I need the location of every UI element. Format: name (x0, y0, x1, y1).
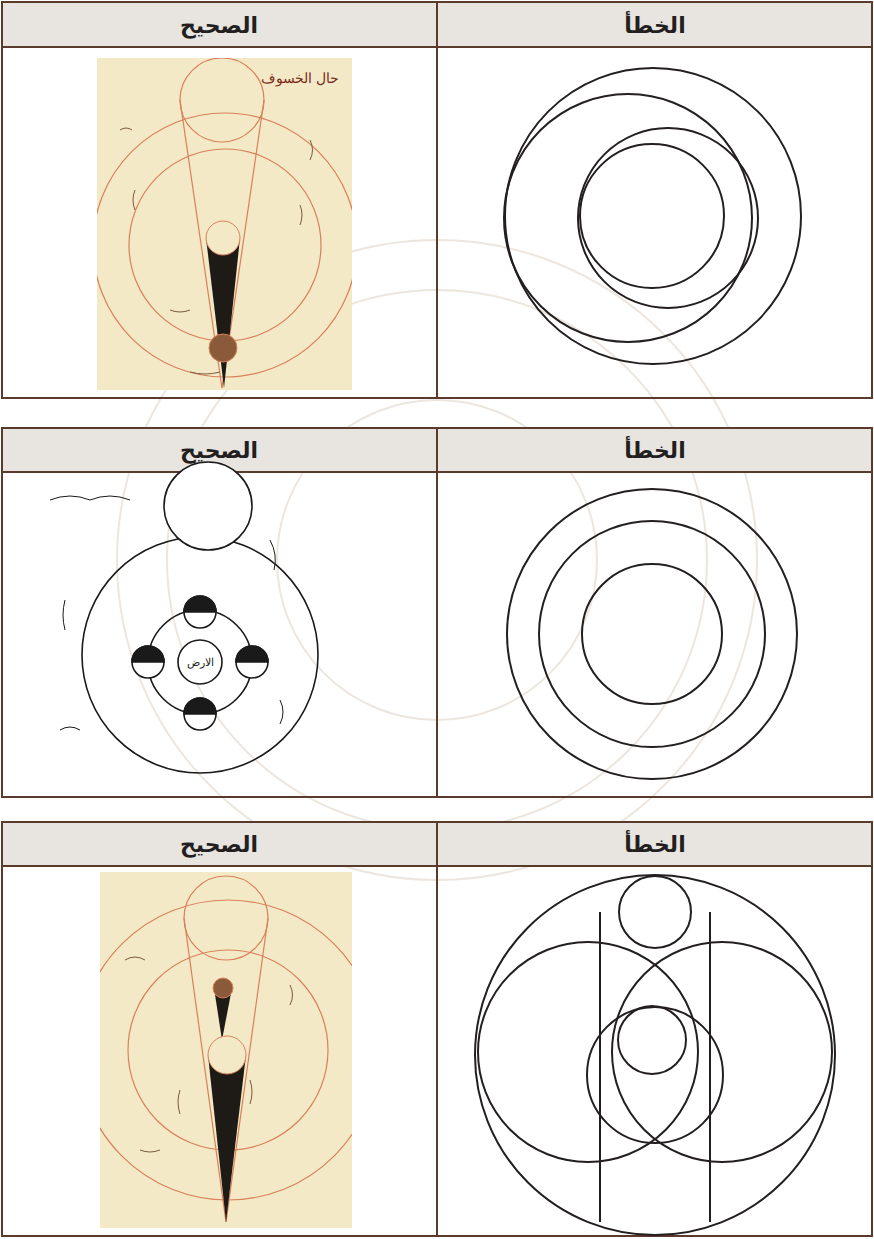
column-header: الخطأ (624, 438, 685, 463)
manuscript-note: الارض (187, 656, 214, 669)
table-frame (2, 2, 872, 398)
wrong-circles (475, 875, 835, 1235)
manuscript-eclipse (97, 58, 352, 390)
column-header: الصحيح (180, 438, 258, 463)
column-header: الصحيح (180, 13, 258, 38)
column-header: الصحيح (180, 832, 258, 857)
table-frame (2, 428, 872, 797)
column-header: الخطأ (624, 13, 685, 38)
wrong-circles (507, 489, 797, 779)
table-frame (2, 822, 872, 1236)
manuscript-eclipse (100, 872, 352, 1228)
manuscript-note: حال الخسوف (261, 70, 339, 86)
column-header: الخطأ (624, 832, 685, 857)
wrong-circles (504, 68, 801, 364)
manuscript-phases (50, 462, 318, 773)
